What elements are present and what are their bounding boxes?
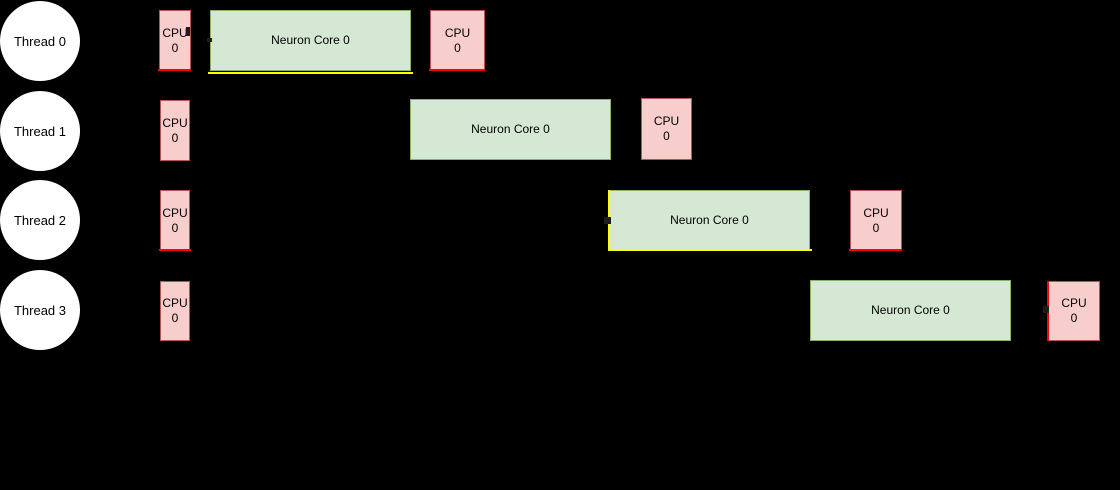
cpu-label-line: 0 — [171, 311, 179, 325]
cpu-label-line: CPU — [162, 25, 188, 40]
thread-circle: Thread 3 — [0, 270, 80, 350]
arrowhead-remnant — [207, 38, 212, 42]
thread-label: Thread 0 — [13, 33, 67, 49]
arrowhead-remnant — [1043, 306, 1049, 313]
cpu-label-line: CPU — [162, 115, 188, 130]
neuron-core-block: Neuron Core 0 — [210, 10, 411, 71]
cpu-label-line: 0 — [1070, 311, 1078, 325]
cpu-label-line: 0 — [872, 220, 880, 235]
cpu-label-line: CPU — [863, 205, 889, 220]
cpu-label-line: CPU — [162, 296, 188, 310]
neuron-core-block: Neuron Core 0 — [609, 190, 810, 251]
thread-circle: Thread 0 — [0, 1, 80, 81]
neuron-core-label: Neuron Core 0 — [471, 122, 550, 136]
yellow-highlight-line — [208, 72, 413, 74]
red-highlight-line — [158, 69, 191, 71]
red-highlight-line — [849, 249, 902, 251]
thread-circle: Thread 2 — [0, 180, 80, 260]
cpu-label-line: CPU — [162, 205, 188, 220]
red-highlight-line — [159, 249, 191, 251]
thread-circle: Thread 1 — [0, 91, 80, 171]
arrowhead-remnant — [604, 217, 611, 224]
cpu-label-line: 0 — [171, 40, 179, 55]
arrowhead-remnant — [186, 27, 190, 36]
neuron-core-label: Neuron Core 0 — [271, 33, 350, 47]
neuron-core-label: Neuron Core 0 — [871, 303, 950, 317]
cpu-label-line: CPU — [1061, 296, 1087, 310]
cpu-label-line: CPU — [653, 114, 680, 128]
cpu-label-line: CPU — [444, 25, 471, 40]
neuron-core-label: Neuron Core 0 — [670, 213, 749, 227]
cpu-label-line: 0 — [171, 220, 179, 235]
thread-label: Thread 3 — [13, 302, 67, 318]
cpu-label-line: 0 — [171, 130, 179, 145]
red-highlight-line — [429, 69, 485, 71]
cpu-label-line: 0 — [454, 40, 461, 55]
thread-label: Thread 1 — [13, 123, 67, 139]
neuron-core-block: Neuron Core 0 — [410, 99, 611, 160]
yellow-highlight-line — [608, 249, 812, 251]
thread-label: Thread 2 — [13, 212, 67, 228]
neuron-core-block: Neuron Core 0 — [810, 280, 1011, 341]
cpu-label-line: 0 — [663, 129, 670, 143]
